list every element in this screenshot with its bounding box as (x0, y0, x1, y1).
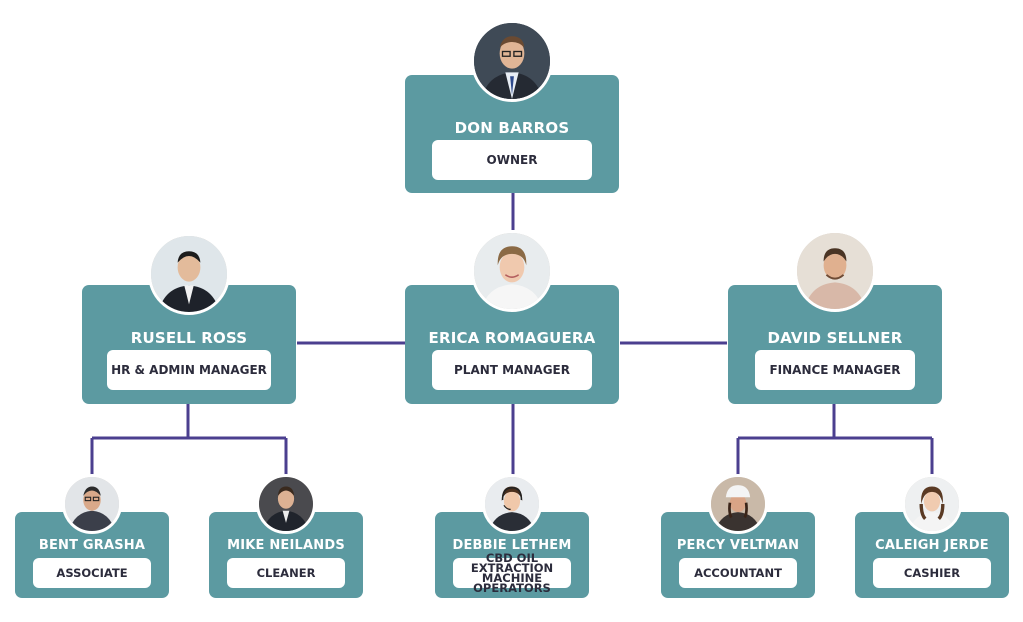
person-photo-icon (151, 236, 227, 312)
cashier-avatar (902, 474, 962, 534)
associate-name: BENT GRASHA (38, 538, 146, 553)
person-photo-icon (905, 477, 959, 531)
finance-name: DAVID SELLNER (767, 329, 903, 347)
card-plant: ERICA ROMAGUERA PLANT MANAGER (405, 285, 619, 404)
accountant-avatar (708, 474, 768, 534)
accountant-role: ACCOUNTANT (679, 558, 797, 588)
hr-avatar (148, 233, 230, 315)
hr-role: HR & ADMIN MANAGER (107, 350, 271, 390)
finance-role: FINANCE MANAGER (755, 350, 915, 390)
person-photo-icon (65, 477, 119, 531)
owner-role: OWNER (432, 140, 592, 180)
person-photo-icon (485, 477, 539, 531)
cleaner-avatar (256, 474, 316, 534)
cashier-name: CALEIGH JERDE (875, 538, 989, 553)
card-cleaner: MIKE NEILANDS CLEANER (209, 512, 363, 598)
person-photo-icon (474, 233, 550, 309)
owner-name: DON BARROS (454, 119, 570, 137)
plant-avatar (471, 230, 553, 312)
card-finance: DAVID SELLNER FINANCE MANAGER (728, 285, 942, 404)
person-photo-icon (474, 23, 550, 99)
finance-avatar (794, 230, 876, 312)
owner-avatar (471, 20, 553, 102)
person-photo-icon (711, 477, 765, 531)
person-photo-icon (797, 233, 873, 309)
person-photo-icon (259, 477, 313, 531)
plant-name: ERICA ROMAGUERA (428, 329, 596, 347)
associate-avatar (62, 474, 122, 534)
card-hr: RUSELL ROSS HR & ADMIN MANAGER (82, 285, 296, 404)
operators-role: CBD OIL EXTRACTION MACHINE OPERATORS (453, 552, 571, 594)
accountant-name: PERCY VELTMAN (676, 538, 800, 553)
associate-role: ASSOCIATE (33, 558, 151, 588)
plant-role: PLANT MANAGER (432, 350, 592, 390)
card-operators: DEBBIE LETHEM CBD OIL EXTRACTION MACHINE… (435, 512, 589, 598)
cleaner-name: MIKE NEILANDS (227, 538, 345, 553)
operators-name: DEBBIE LETHEM (452, 538, 572, 553)
hr-name: RUSELL ROSS (130, 329, 248, 347)
cleaner-role: CLEANER (227, 558, 345, 588)
cashier-role: CASHIER (873, 558, 991, 588)
operators-avatar (482, 474, 542, 534)
card-cashier: CALEIGH JERDE CASHIER (855, 512, 1009, 598)
